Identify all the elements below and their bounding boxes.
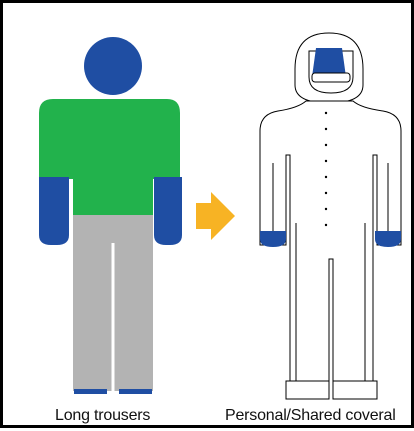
comparison-illustration bbox=[3, 3, 414, 431]
coverall-right-glove bbox=[375, 231, 401, 247]
label-coverall: Personal/Shared coveral bbox=[225, 407, 396, 425]
coverall-mask bbox=[312, 73, 350, 82]
person-shirt-body bbox=[73, 99, 153, 215]
person-long-trousers bbox=[39, 37, 182, 394]
person-left-shoe bbox=[74, 389, 107, 394]
person-right-hand bbox=[154, 177, 182, 245]
person-left-hand bbox=[39, 177, 69, 245]
coverall-left-glove bbox=[260, 231, 286, 247]
person-right-shoe bbox=[119, 389, 152, 394]
person-coverall bbox=[260, 33, 401, 399]
transition-arrow bbox=[196, 192, 235, 240]
coverall-left-boot bbox=[286, 381, 329, 399]
label-long-trousers: Long trousers bbox=[55, 407, 150, 425]
person-head bbox=[84, 37, 142, 95]
coverall-right-boot bbox=[333, 381, 377, 399]
